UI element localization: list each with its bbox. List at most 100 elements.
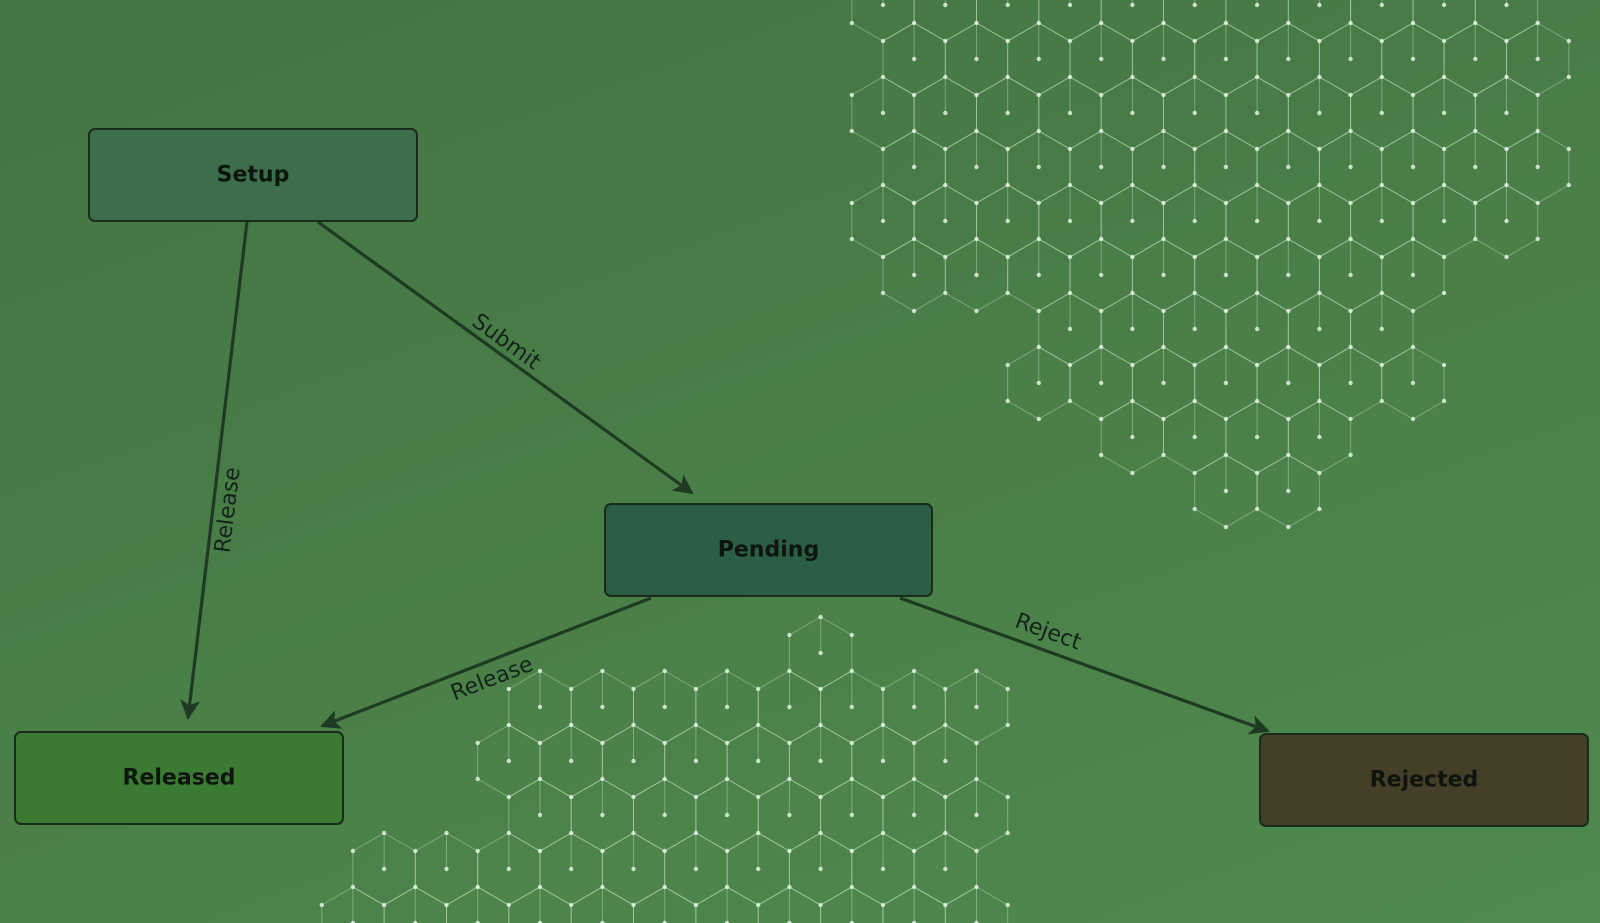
hex-node-dot [475,776,480,782]
hex-node-dot [1067,38,1073,44]
hex-node-dot [849,704,854,710]
node-rejected[interactable]: Rejected [1259,733,1589,827]
hex-node-dot [974,308,979,314]
hex-node-dot [1161,92,1166,98]
node-pending-box[interactable] [604,503,933,597]
hex-cell [695,886,759,923]
hex-node-dot [506,902,511,908]
hex-node-dot [1441,398,1447,404]
hex-node-dot [1036,236,1042,242]
hex-node-dot [911,164,917,170]
hex-node-dot [662,920,667,923]
hex-node-dot [880,866,886,872]
hex-node-dot [724,884,730,890]
hex-node-dot [1348,380,1353,386]
hex-node-dot [849,920,854,923]
hex-node-dot [818,794,823,800]
hex-node-dot [1161,200,1166,206]
hex-node-dot [1192,398,1197,404]
hex-node-dot [1005,38,1010,44]
hex-node-dot [724,740,730,746]
hex-node-dot [1379,218,1385,224]
hex-node-dot [943,866,948,872]
hex-node-dot [1286,272,1291,278]
hex-node-dot [1192,110,1197,116]
hex-node-dot [943,74,948,80]
hex-node-dot [756,722,761,728]
node-setup-box[interactable] [88,128,418,222]
hex-node-dot [1317,74,1322,80]
hex-node-dot [880,182,886,188]
hex-node-dot [1161,344,1166,350]
hex-node-dot [974,668,979,674]
hex-node-dot [600,920,605,923]
hex-node-dot [880,722,886,728]
hex-node-dot [1223,344,1229,350]
node-setup[interactable]: Setup [88,128,418,222]
hex-node-dot [724,704,730,710]
hex-node-dot [1317,434,1322,440]
hex-node-dot [1223,20,1229,26]
hex-node-dot [880,146,886,152]
hex-node-dot [1535,56,1540,62]
hex-node-dot [1192,2,1197,8]
node-released[interactable]: Released [14,731,344,825]
hex-node-dot [1379,110,1385,116]
hex-node-dot [943,110,948,116]
node-rejected-box[interactable] [1259,733,1589,827]
hex-node-dot [413,920,418,923]
hex-node-dot [1067,182,1073,188]
hex-node-dot [1286,56,1291,62]
hex-node-dot [1317,398,1322,404]
hex-node-dot [381,830,387,836]
hex-node-dot [1192,290,1197,296]
hex-node-dot [506,722,511,728]
hex-node-dot [600,668,605,674]
hex-node-dot [943,794,948,800]
hex-node-dot [1410,200,1416,206]
hex-node-dot [1473,20,1478,26]
hex-node-dot [1441,38,1447,44]
node-pending[interactable]: Pending [604,503,933,597]
hex-node-dot [537,884,543,890]
hex-node-dot [880,686,886,692]
hex-node-dot [1005,146,1010,152]
hex-node-dot [475,920,480,923]
hex-cell [757,886,822,923]
hex-node-dot [756,830,761,836]
hex-node-dot [943,830,948,836]
hex-node-dot [1473,164,1478,170]
hex-node-dot [1348,416,1353,422]
hex-node-dot [756,758,761,764]
hex-node-dot [787,776,792,782]
hex-node-dot [1099,380,1104,386]
hex-node-dot [1067,146,1073,152]
hex-node-dot [1130,326,1135,332]
hex-node-dot [1379,326,1385,332]
hex-node-dot [1036,164,1042,170]
hex-node-dot [1099,416,1104,422]
hex-node-dot [1504,182,1509,188]
hex-node-dot [1223,92,1229,98]
hex-node-dot [1286,128,1291,134]
hex-node-dot [1192,218,1197,224]
hex-node-dot [787,740,792,746]
hex-node-dot [911,236,917,242]
hex-node-dot [818,830,823,836]
hex-node-dot [1317,362,1322,368]
edge-setup-to-pending-line [317,220,694,495]
node-released-box[interactable] [14,731,344,825]
hex-node-dot [1535,92,1540,98]
hex-node-dot [1254,182,1260,188]
hex-node-dot [974,236,979,242]
hex-node-dot [1067,218,1073,224]
hex-node-dot [1286,20,1291,26]
node-setup-label: Setup [217,163,290,188]
hex-node-dot [880,110,886,116]
hex-node-dot [1223,272,1229,278]
hex-node-dot [1223,200,1229,206]
edge-pending-to-rejected-line [899,596,1270,735]
hex-node-dot [911,848,917,854]
hex-node-dot [569,902,574,908]
